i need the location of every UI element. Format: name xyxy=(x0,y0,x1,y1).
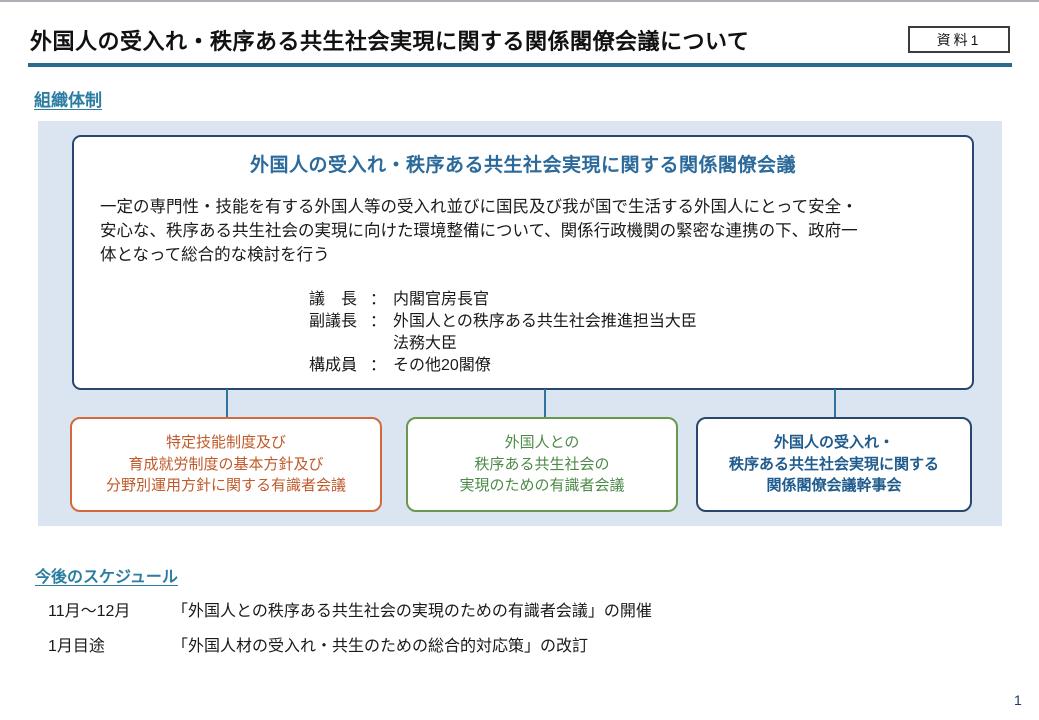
subbox-line: 実現のための有識者会議 xyxy=(459,477,625,495)
connector-line-center xyxy=(544,389,546,418)
subbox-line: 育成就労制度の基本方針及び xyxy=(128,455,324,473)
subbox-secretariat-meeting: 外国人の受入れ・ 秩序ある共生社会実現に関する 関係閣僚会議幹事会 xyxy=(696,417,972,512)
section-heading-schedule: 今後のスケジュール xyxy=(35,569,178,586)
role-value: 外国人との秩序ある共生社会推進担当大臣 xyxy=(393,313,697,330)
role-value: その他20閣僚 xyxy=(393,357,491,374)
description-line-1: 一定の専門性・技能を有する外国人等の受入れ並びに国民及び我が国で生活する外国人に… xyxy=(100,198,858,216)
role-row-members: 構成員 ： その他20閣僚 xyxy=(309,355,697,377)
connector-line-right xyxy=(834,389,836,418)
schedule-row-2: 1月目途 「外国人材の受入れ・共生のための総合的対応策」の改訂 xyxy=(48,632,652,656)
schedule-item: 「外国人材の受入れ・共生のための総合的対応策」の改訂 xyxy=(172,638,589,655)
main-council-box: 外国人の受入れ・秩序ある共生社会実現に関する関係閣僚会議 一定の専門性・技能を有… xyxy=(72,135,974,390)
subbox-line: 分野別運用方針に関する有識者会議 xyxy=(105,477,346,495)
role-row-chair: 議 長 ： 内閣官房長官 xyxy=(309,289,697,311)
subbox-line: 外国人との xyxy=(504,434,580,452)
role-label: 構成員 xyxy=(309,357,358,374)
subbox-coexistence-experts-council: 外国人との 秩序ある共生社会の 実現のための有識者会議 xyxy=(406,417,678,512)
page-number: 1 xyxy=(1014,692,1022,708)
title-divider xyxy=(28,63,1012,67)
schedule-item: 「外国人との秩序ある共生社会の実現のための有識者会議」の開催 xyxy=(172,603,652,620)
role-colon: ： xyxy=(369,357,386,374)
role-row-vice-chair: 副議長 ： 外国人との秩序ある共生社会推進担当大臣 xyxy=(309,311,697,333)
role-colon xyxy=(363,333,393,355)
role-value: 法務大臣 xyxy=(393,335,458,352)
section-heading-organization: 組織体制 xyxy=(34,91,102,110)
subbox-line: 秩序ある共生社会の xyxy=(474,455,610,473)
schedule-period: 1月目途 xyxy=(48,638,105,655)
role-label: 副議長 xyxy=(309,313,358,330)
page-title: 外国人の受入れ・秩序ある共生社会実現に関する関係閣僚会議について xyxy=(30,29,750,54)
document-number-badge: 資料1 xyxy=(908,26,1010,53)
role-label: 議 長 xyxy=(309,291,358,308)
role-label xyxy=(309,333,363,355)
main-council-description: 一定の専門性・技能を有する外国人等の受入れ並びに国民及び我が国で生活する外国人に… xyxy=(100,195,948,267)
subbox-skilled-worker-council: 特定技能制度及び 育成就労制度の基本方針及び 分野別運用方針に関する有識者会議 xyxy=(70,417,382,512)
role-row-vice-chair-2: 法務大臣 xyxy=(309,333,697,355)
council-roles-list: 議 長 ： 内閣官房長官 副議長 ： 外国人との秩序ある共生社会推進担当大臣 法… xyxy=(309,289,697,377)
schedule-row-1: 11月～12月 「外国人との秩序ある共生社会の実現のための有識者会議」の開催 xyxy=(48,597,652,621)
document-number-text: 資料1 xyxy=(936,31,982,48)
main-council-title: 外国人の受入れ・秩序ある共生社会実現に関する関係閣僚会議 xyxy=(249,155,796,176)
subbox-line: 秩序ある共生社会実現に関する xyxy=(728,455,939,473)
connector-line-left xyxy=(226,389,228,418)
schedule-list: 11月～12月 「外国人との秩序ある共生社会の実現のための有識者会議」の開催 1… xyxy=(48,597,652,667)
role-colon: ： xyxy=(369,313,386,330)
schedule-period: 11月～12月 xyxy=(48,603,131,620)
subbox-line: 関係閣僚会議幹事会 xyxy=(766,477,902,495)
subbox-line: 外国人の受入れ・ xyxy=(773,434,894,452)
role-colon: ： xyxy=(369,291,386,308)
description-line-3: 体となって総合的な検討を行う xyxy=(100,246,330,264)
role-value: 内閣官房長官 xyxy=(393,291,490,308)
description-line-2: 安心な、秩序ある共生社会の実現に向けた環境整備について、関係行政機関の緊密な連携… xyxy=(100,222,858,240)
subbox-line: 特定技能制度及び xyxy=(165,434,286,452)
